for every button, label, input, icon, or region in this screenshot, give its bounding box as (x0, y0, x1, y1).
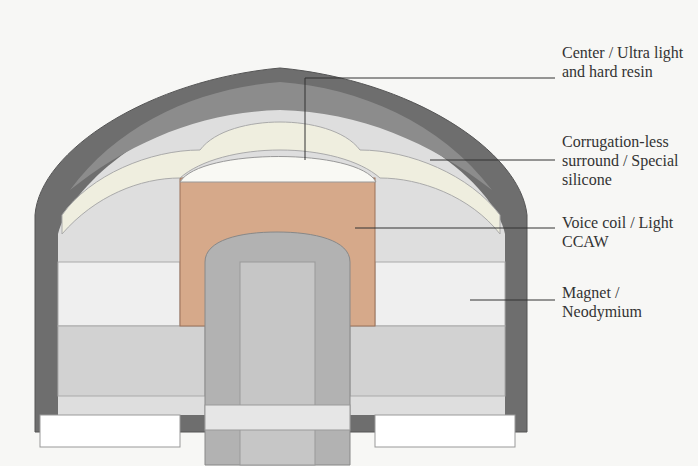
plate (350, 326, 505, 396)
base (205, 405, 350, 430)
part-label: Magnet / Neodymium (562, 283, 690, 321)
surround (62, 122, 500, 234)
magnet (58, 262, 180, 326)
magnet (375, 262, 505, 326)
part-label: Center / Ultra light and hard resin (562, 43, 690, 81)
part-label: Voice coil / Light CCAW (562, 213, 690, 251)
pole-piece (205, 232, 350, 465)
leader-line (470, 300, 555, 301)
center-dome (180, 157, 376, 183)
leader-line (305, 78, 555, 160)
pole-core (240, 262, 315, 465)
part-label: Corrugation-less surround / Special sili… (562, 132, 690, 189)
leader-line (355, 228, 555, 229)
foot (40, 415, 180, 447)
leader-line (430, 160, 555, 161)
plate (58, 326, 205, 396)
foot (375, 415, 515, 447)
